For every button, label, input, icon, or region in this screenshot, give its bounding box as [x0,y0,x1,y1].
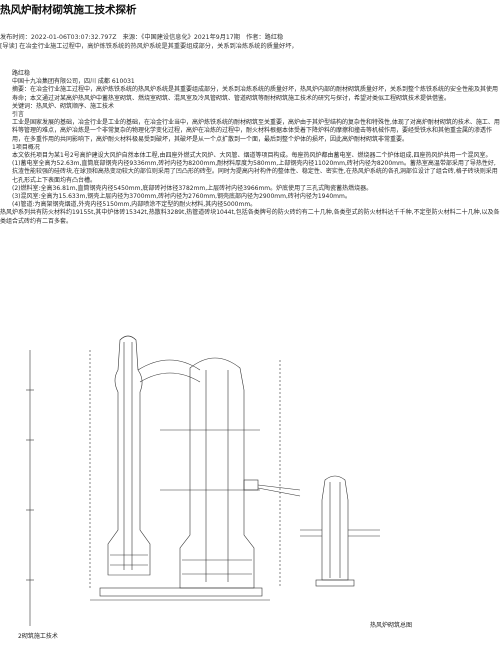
keywords: 关键词：热风炉、砌筑顺序、施工技术 [12,102,115,110]
figure-caption: 热风炉砌筑总图 [370,622,413,629]
article-meta: 发布时间：2022-01-06T03:07:32.797Z 来源：《中国建设信息… [0,34,284,41]
article-title: 热风炉耐材砌筑施工技术探析 [0,4,137,16]
author-name: 路红稳 [12,70,31,77]
intro-paragraph: 工业是国家发展的基础，冶金行业是工业的基础，在冶金行业当中，高炉炼铁系统的耐材砌… [12,119,500,143]
section-1-heading: 1项目概况 [12,143,40,151]
summary-paragraph: 热风炉系列共有防火材料约19155t,其中炉体砖15342t,热散料3289t,… [0,209,500,225]
intro-heading: 引言 [12,111,25,119]
section-1-paragraph: 本文依托项目为某1号2号高炉建设大风炉自然本体工程,由四座外燃式大风炉、大风管、… [12,152,492,160]
abstract: 摘要：在冶金行业施工过程中，高炉炼铁系统的热风炉系统是其重要组成部分，关系到冶炼… [12,86,499,102]
item-1: (1)蓄电室全高为52.63m,直筒底部钢壳内径9336mm,砖衬内径为8200… [12,160,498,184]
author-affiliation: 中国十九冶集团有限公司，四川 成都 610031 [12,78,135,86]
item-3: (3)混风室:全高为15.633m,钢壳上层内径为3700mm,砖衬内径为276… [12,193,351,201]
item-4: (4)管道:为高架钢壳烟道,外壳内径5150mm,内部喷涂不定型的耐火材料,其内… [12,201,257,209]
article-body: 路红稳 中国十九冶集团有限公司，四川 成都 610031 摘要：在冶金行业施工过… [0,70,500,226]
section-2-heading: 2砌筑施工技术 [18,633,58,640]
hot-stove-drawing [26,335,380,626]
article-guide: [导读] 在冶金行业施工过程中，高炉炼铁系统的热风炉系统是其重要组成部分，关系到… [0,43,298,50]
item-2: (2)燃料室:全高36.81m,直筒钢壳内径5450mm,底部砖衬体径3782m… [12,184,373,192]
